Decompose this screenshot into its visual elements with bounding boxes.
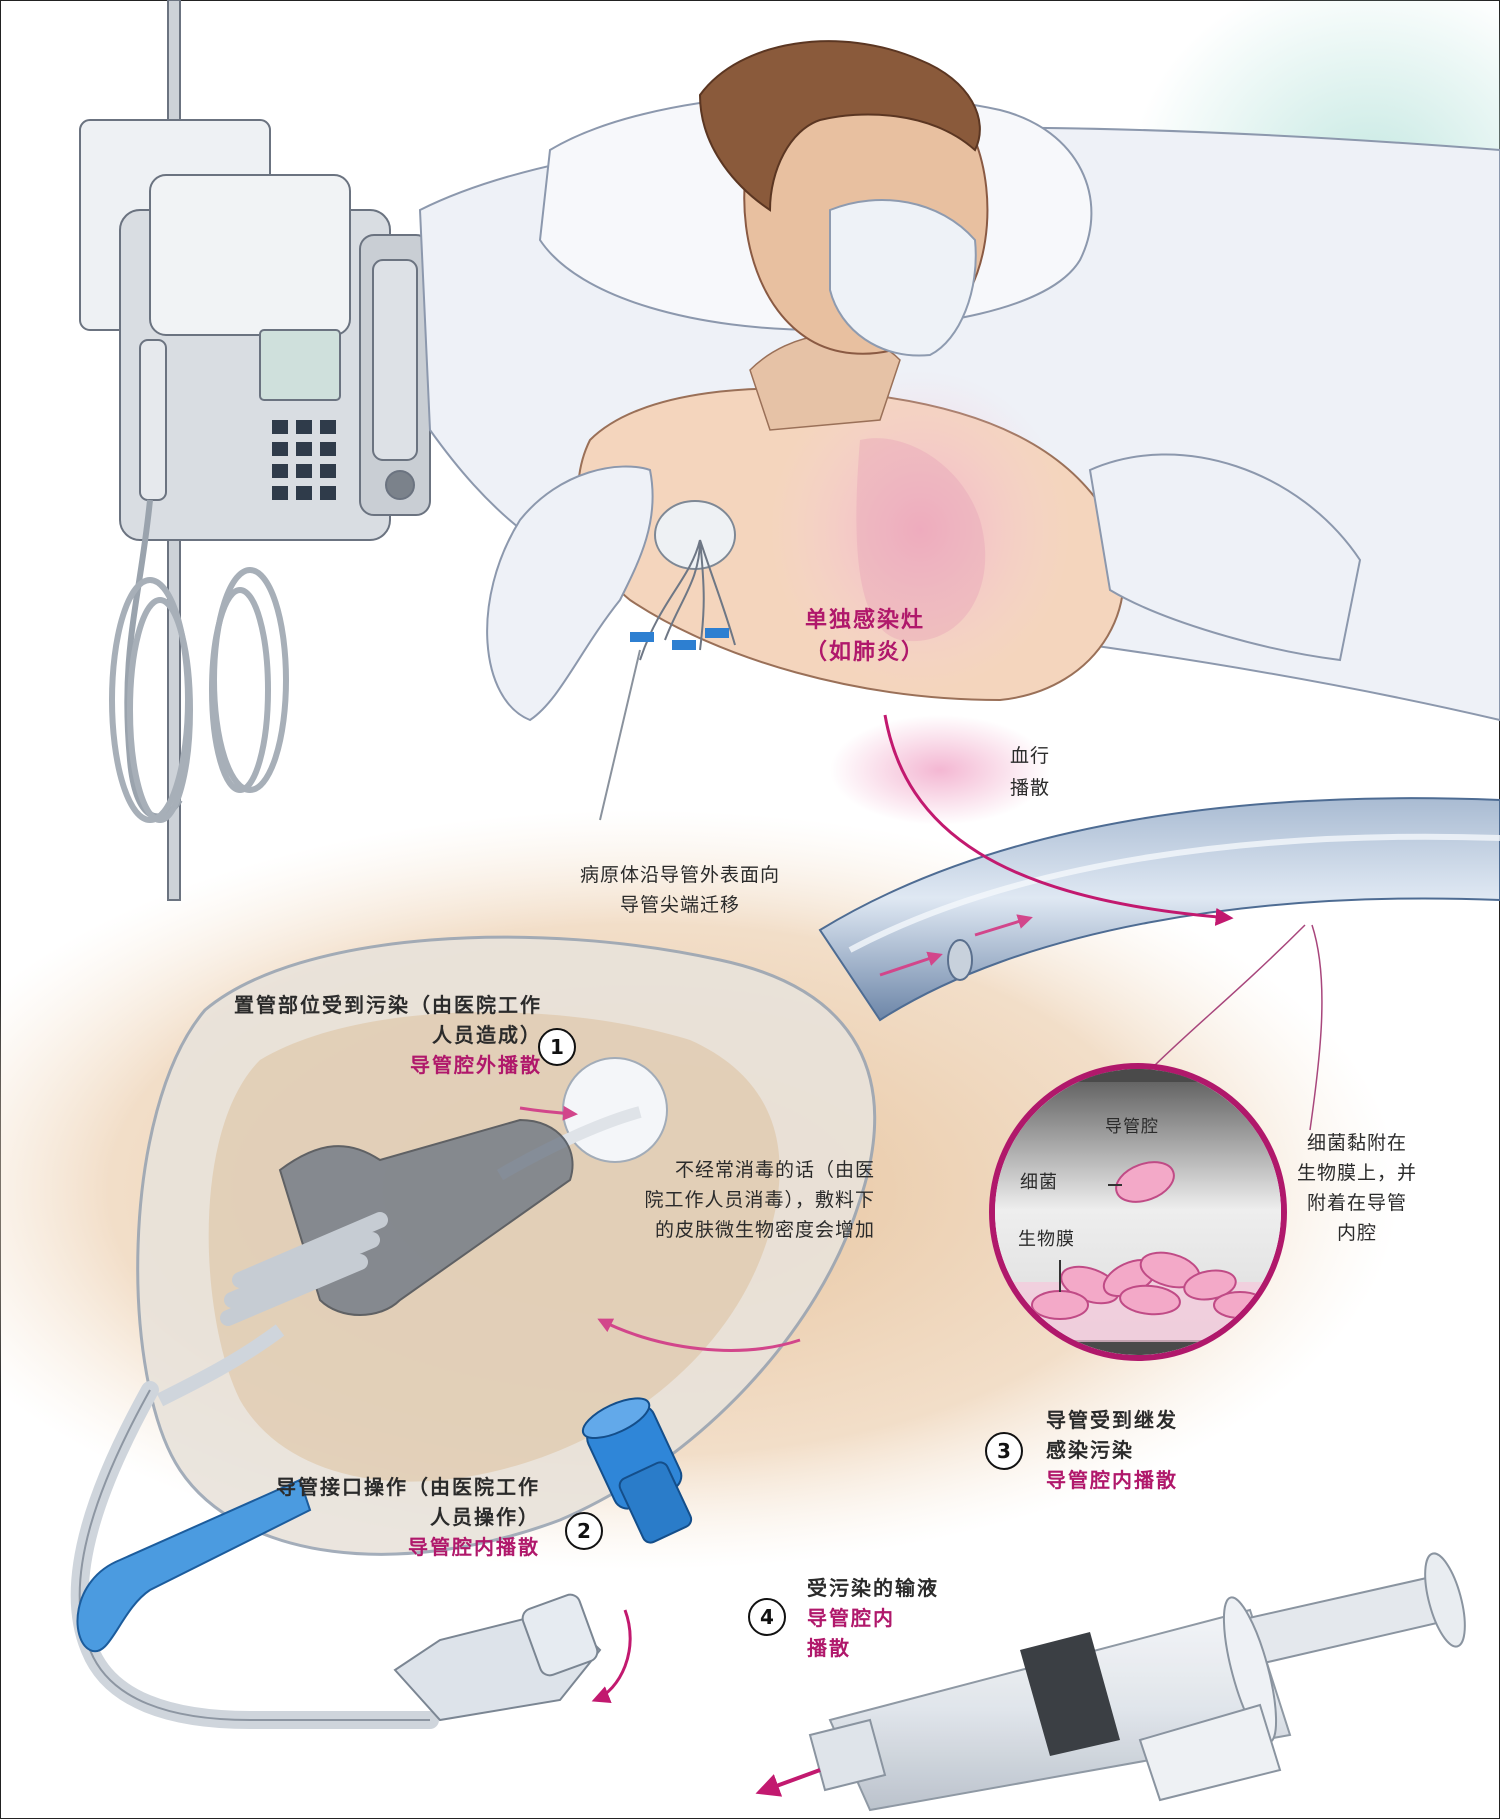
blue-clamp-2: [672, 640, 696, 650]
lumen-label: 导管腔: [1105, 1117, 1159, 1137]
marker-1: 1: [538, 1028, 576, 1066]
intraluminal-spread-2-label: 导管腔内播散: [408, 1535, 540, 1559]
syringe: [755, 1552, 1466, 1812]
contamination-arrow: [519, 1105, 578, 1121]
migration-arrow-2: [974, 914, 1033, 937]
drip-chamber: [139, 339, 167, 501]
infusate-arrow: [755, 1768, 821, 1797]
iv-pole-pump: [79, 0, 431, 901]
lung-infection-glow: [770, 370, 1070, 690]
catheter-lines-small: [639, 539, 736, 661]
hub-arrow: [591, 1609, 632, 1703]
disinfection-note-label: 不经常消毒的话（由医 院工作人员消毒），敷料下 的皮肤微生物密度会增加: [644, 1159, 875, 1241]
syringe-plunger-rod: [1238, 1573, 1452, 1667]
migration-label: 病原体沿导管外表面向 导管尖端迁移: [580, 864, 781, 916]
hematogenous-glow: [830, 715, 1050, 825]
pump-cover: [149, 174, 351, 336]
patient-bed: [418, 40, 1500, 821]
intraluminal-spread-4-line2: 播散: [807, 1636, 851, 1660]
blue-cap: [581, 1397, 693, 1544]
skin-flora-arrow: [597, 1318, 801, 1352]
single-bacterium: [1115, 1161, 1175, 1203]
dressing-small: [654, 500, 736, 570]
catheter-lumens: [220, 1212, 388, 1326]
gown-right: [1088, 453, 1362, 662]
hair: [698, 40, 981, 212]
catheter-zoom: [70, 797, 1500, 1729]
hematogenous-arrow: [883, 714, 1234, 926]
zoom-line-1: [1309, 924, 1323, 1131]
blue-clamp-1: [630, 632, 654, 642]
gown-left: [486, 465, 654, 722]
contaminated-infusate-label: 受污染的输液 导管腔内 播散: [807, 1573, 939, 1663]
insertion-site-disk: [562, 1057, 668, 1163]
syringe-plunger-seal: [1020, 1632, 1120, 1756]
biofilm-bacteria: [1031, 1251, 1267, 1320]
face-mask: [829, 199, 977, 357]
migration-arrow-1: [879, 951, 943, 977]
pump-keypad: [272, 420, 336, 500]
focal-infection-label: 单独感染灶 （如肺炎）: [805, 608, 926, 665]
lung-shape: [856, 438, 986, 642]
intraluminal-spread-4-line1: 导管腔内: [807, 1606, 895, 1630]
adhesion-note-label: 细菌黏附在 生物膜上，并 附着在导管 内腔: [1296, 1132, 1417, 1244]
bacteria-label: 细菌: [1020, 1172, 1058, 1193]
extraluminal-spread-label: 导管腔外播散: [410, 1053, 542, 1077]
intraluminal-spread-3-label: 导管腔内播散: [1046, 1468, 1178, 1492]
coiled-tubing: [109, 567, 289, 823]
secondary-contamination-label: 导管受到继发 感染污染 导管腔内播散: [1046, 1405, 1178, 1495]
biofilm-label: 生物膜: [1018, 1229, 1075, 1250]
blue-clamp-3: [705, 628, 729, 638]
zoom-line-2: [1149, 924, 1306, 1071]
marker-2: 2: [565, 1512, 603, 1550]
hematogenous-label: 血行 播散: [1010, 745, 1051, 799]
plunger-thumb: [1424, 1552, 1466, 1648]
marker-3: 3: [985, 1432, 1023, 1470]
hub-manipulation-label: 导管接口操作（由医院工作 人员操作） 导管腔内播散: [230, 1472, 540, 1562]
syringe-cap: [1138, 1703, 1282, 1802]
site-contamination-label: 置管部位受到污染（由医院工作 人员造成） 导管腔外播散: [140, 990, 542, 1080]
marker-4: 4: [748, 1598, 786, 1636]
blue-slide-clamp: [76, 1478, 312, 1653]
